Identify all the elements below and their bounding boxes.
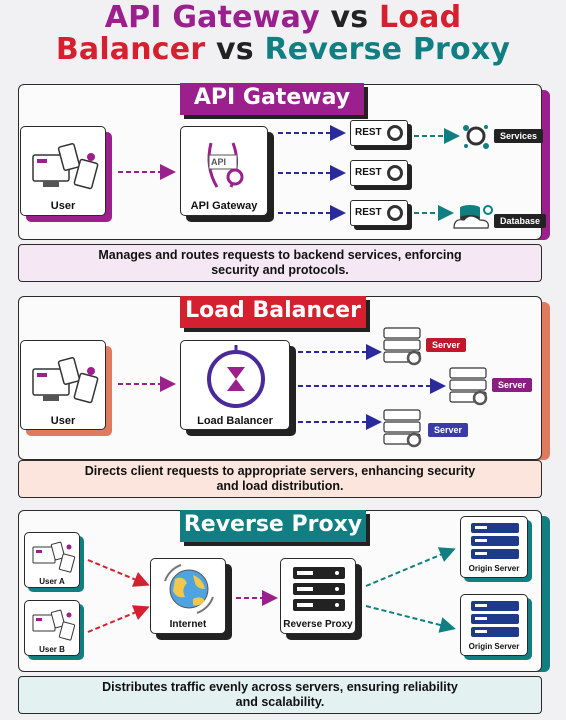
server-tag-2: Server [492,378,533,392]
server-tag-1: Server [426,338,467,352]
user-a-card: User A [24,532,80,588]
rest-label-3: REST [355,207,382,218]
api-gateway-icon [207,142,244,188]
gear-icon [387,125,403,141]
user-b-computer-icon [32,609,76,641]
user-label: User [50,200,76,212]
services-tag: Services [494,129,544,143]
api-icon-text: API [211,157,227,167]
title-vs-2: vs [216,32,254,67]
arrow-user-b-to-internet [87,605,150,633]
user-computer-icon [32,357,99,404]
origin-server-card-2: Origin Server [460,594,528,656]
reverse-proxy-banner: Reverse Proxy [180,510,366,542]
server-stack-icon-1 [383,327,422,366]
rest-label-1: REST [355,127,382,138]
arrow-user-a-to-internet [87,559,150,587]
api-gateway-description: Manages and routes requests to backend s… [18,244,542,282]
origin-server-label-1: Origin Server [468,564,520,573]
origin-server-card-1: Origin Server [460,516,528,578]
title-reverse-proxy: Reverse Proxy [264,32,511,67]
server-stack-icon-2 [449,367,488,406]
user-a-computer-icon [32,541,76,573]
api-gateway-card: API API Gateway [180,126,268,216]
arrow-proxy-to-origin-1 [365,547,456,587]
globe-icon [164,564,214,614]
api-desc-line-2: security and protocols. [211,263,349,277]
rest-box-1: REST [350,120,408,146]
rp-desc-line-2: and scalability. [235,695,325,709]
lb-user-card: User [20,340,106,430]
user-b-label: User B [39,645,65,654]
lb-user-label: User [50,415,76,427]
reverse-proxy-card: Reverse Proxy [280,558,356,634]
services-gears-icon [463,125,489,149]
origin-rack-icon-2 [471,601,519,637]
title-load: Load [379,0,462,35]
user-b-card: User B [24,600,80,656]
reverse-proxy-description: Distributes traffic evenly across server… [18,676,542,714]
user-a-label: User A [39,577,65,586]
load-balancer-banner: Load Balancer [180,296,366,328]
user-computer-icon [32,143,99,190]
title-balancer: Balancer [55,32,206,67]
api-gateway-label: API Gateway [190,200,258,212]
origin-rack-icon-1 [471,523,519,559]
page-title-line-1: API Gateway vs Load [0,2,566,34]
load-balancer-label: Load Balancer [197,415,273,427]
database-tag: Database [494,214,547,228]
server-stack-icon-3 [383,409,422,448]
server-tag-3: Server [428,423,469,437]
title-vs-1: vs [330,0,369,35]
origin-server-label-2: Origin Server [468,642,520,651]
rp-desc-line-1: Distributes traffic evenly across server… [102,680,458,694]
lb-desc-line-2: and load distribution. [216,479,344,493]
api-desc-line-1: Manages and routes requests to backend s… [98,248,462,262]
title-api-gateway: API Gateway [104,0,320,35]
rest-label-2: REST [355,167,382,178]
load-balancer-description: Directs client requests to appropriate s… [18,460,542,498]
internet-card: Internet [150,558,226,634]
rest-box-3: REST [350,200,408,226]
gear-icon [387,205,403,221]
load-balancer-card: Load Balancer [180,340,290,430]
lb-desc-line-1: Directs client requests to appropriate s… [84,464,476,478]
database-icon [453,205,493,229]
user-card: User [20,126,106,216]
internet-label: Internet [169,619,207,630]
page-title-line-2: Balancer vs Reverse Proxy [0,34,566,66]
server-rack-icon [293,567,345,611]
api-gateway-banner: API Gateway [180,83,364,115]
reverse-proxy-label: Reverse Proxy [283,619,353,630]
gear-icon [387,165,403,181]
arrow-proxy-to-origin-2 [365,605,456,633]
hourglass-icon [207,345,265,408]
rest-box-2: REST [350,160,408,186]
